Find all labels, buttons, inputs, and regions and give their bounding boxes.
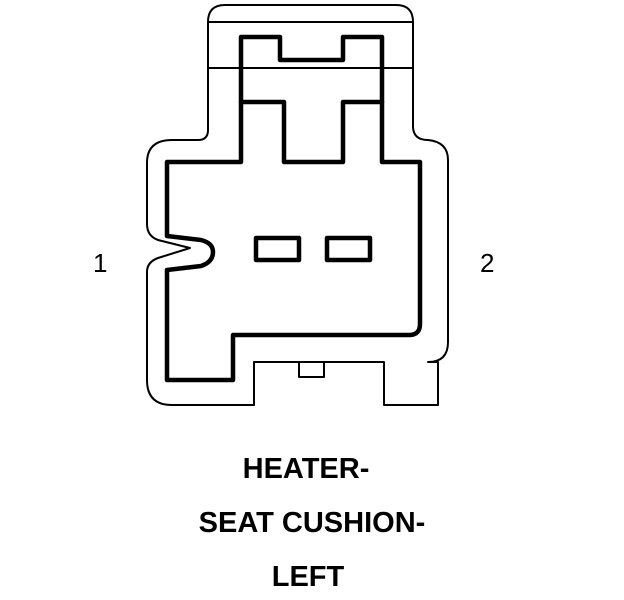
bottom-key-tab — [298, 361, 325, 378]
pin-number-1-label: 1 — [93, 248, 108, 278]
pin-cavity-1 — [253, 235, 302, 263]
caption-line-left: LEFT — [271, 561, 345, 593]
pin-number-2-label: 2 — [480, 248, 495, 278]
connector-body-inner-outline — [164, 99, 423, 383]
housing-outer-outline — [146, 4, 449, 406]
caption-line-heater: HEATER- — [242, 453, 370, 485]
caption-line-seat-cushion: SEAT CUSHION- — [198, 507, 426, 539]
latch-inner-outline — [238, 34, 385, 165]
pin-cavity-2 — [324, 235, 373, 263]
